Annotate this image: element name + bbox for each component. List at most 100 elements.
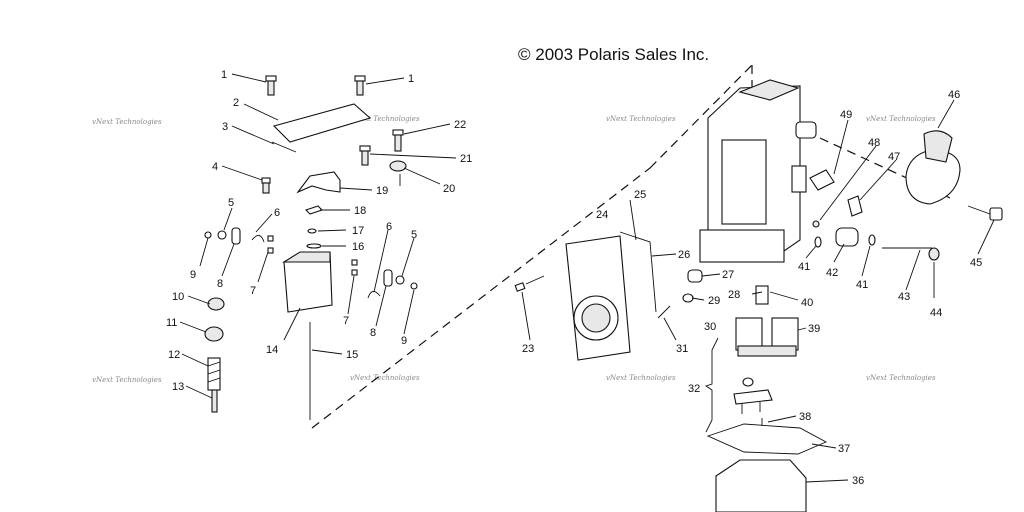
callout-label: 17 <box>352 225 364 237</box>
callout-label: 9 <box>190 269 196 281</box>
screw-part <box>967 205 1003 221</box>
watermark: vNext Technologies <box>606 115 676 123</box>
callout-label: 48 <box>868 137 880 149</box>
callout-label: 5 <box>411 229 417 241</box>
callout-label: 18 <box>354 205 366 217</box>
spring-part <box>207 357 221 413</box>
callout-label: 9 <box>401 335 407 347</box>
spring-part <box>687 269 703 283</box>
callout-labels: 1 1 2 3 22 4 21 20 19 18 17 16 5 6 6 5 9… <box>166 69 982 487</box>
callout-label: 25 <box>634 189 646 201</box>
screw-part <box>514 275 545 292</box>
callout-label: 26 <box>678 249 690 261</box>
callout-label: 42 <box>826 267 838 279</box>
callout-label: 2 <box>233 97 239 109</box>
callout-label: 20 <box>443 183 455 195</box>
callout-label: 24 <box>596 209 608 221</box>
leader-lines <box>179 73 995 483</box>
float-part <box>735 317 799 357</box>
callout-label: 37 <box>838 443 850 455</box>
callout-label: 14 <box>266 344 278 356</box>
callout-label: 6 <box>274 207 280 219</box>
nut-part <box>389 160 407 172</box>
cap-part <box>847 195 863 217</box>
callout-label: 5 <box>228 197 234 209</box>
callout-label: 1 <box>408 73 414 85</box>
callout-label: 29 <box>708 295 720 307</box>
callout-label: 3 <box>222 121 228 133</box>
callout-label: 19 <box>376 185 388 197</box>
callout-label: 40 <box>801 297 813 309</box>
carb-window-part <box>721 139 767 225</box>
callout-label: 47 <box>888 151 900 163</box>
callout-label: 44 <box>930 307 942 319</box>
callout-label: 38 <box>799 411 811 423</box>
nut-part <box>207 297 225 311</box>
gasket-part <box>619 231 657 313</box>
callout-label: 10 <box>172 291 184 303</box>
screw-part <box>657 305 671 319</box>
callout-label: 13 <box>172 381 184 393</box>
callout-label: 30 <box>704 321 716 333</box>
callout-label: 46 <box>948 89 960 101</box>
callout-label: 45 <box>970 257 982 269</box>
callout-label: 4 <box>212 161 218 173</box>
watermark: vNext Technologies <box>350 374 420 382</box>
watermark: vNext Technologies <box>350 115 420 123</box>
slide-top-part <box>282 251 331 263</box>
spring-part <box>835 227 859 247</box>
callout-label: 7 <box>250 285 256 297</box>
callout-label: 16 <box>352 241 364 253</box>
float-bowl-part <box>715 459 807 512</box>
pin-part <box>306 243 322 249</box>
callout-label: 12 <box>168 349 180 361</box>
clip-part <box>304 205 324 215</box>
callout-label: 23 <box>522 343 534 355</box>
gasket-part <box>271 141 297 153</box>
watermark: vNext Technologies <box>92 376 162 384</box>
pivot-part <box>733 389 773 405</box>
left-parts <box>204 75 418 420</box>
watermark: vNext Technologies <box>866 115 936 123</box>
copyright-text: © 2003 Polaris Sales Inc. <box>518 45 709 64</box>
watermarks: vNext Technologies vNext Technologies vN… <box>92 115 936 384</box>
washer-part <box>682 293 694 303</box>
callout-label: 39 <box>808 323 820 335</box>
watermark: vNext Technologies <box>92 118 162 126</box>
callout-label: 41 <box>856 279 868 291</box>
bracket-part <box>296 171 341 194</box>
callout-label: 21 <box>460 153 472 165</box>
callout-label: 31 <box>676 343 688 355</box>
callout-label: 28 <box>728 289 740 301</box>
screw-part <box>359 145 371 166</box>
carb-base-part <box>699 229 785 263</box>
callout-label: 32 <box>688 383 700 395</box>
callout-label: 22 <box>454 119 466 131</box>
callout-label: 6 <box>386 221 392 233</box>
right-parts <box>514 79 1003 512</box>
callout-label: 15 <box>346 349 358 361</box>
cover-plate-part <box>272 103 372 143</box>
callout-label: 7 <box>343 315 349 327</box>
watermark: vNext Technologies <box>866 374 936 382</box>
bowl-gasket-part <box>706 423 828 455</box>
fitting-part <box>809 169 835 191</box>
callout-label: 27 <box>722 269 734 281</box>
callout-label: 1 <box>221 69 227 81</box>
jet-part <box>755 285 769 305</box>
callout-label: 41 <box>798 261 810 273</box>
screw-part <box>354 75 366 96</box>
callout-label: 11 <box>166 317 177 329</box>
screw-part <box>261 177 271 194</box>
carb-top-part <box>738 79 800 101</box>
callout-label: 8 <box>370 327 376 339</box>
washer-part <box>307 228 317 234</box>
callout-label: 36 <box>852 475 864 487</box>
throttle-cam-part <box>905 149 961 205</box>
screw-part <box>392 129 404 152</box>
callout-label: 49 <box>840 109 852 121</box>
nut-part <box>204 326 224 342</box>
callout-label: 8 <box>217 278 223 290</box>
